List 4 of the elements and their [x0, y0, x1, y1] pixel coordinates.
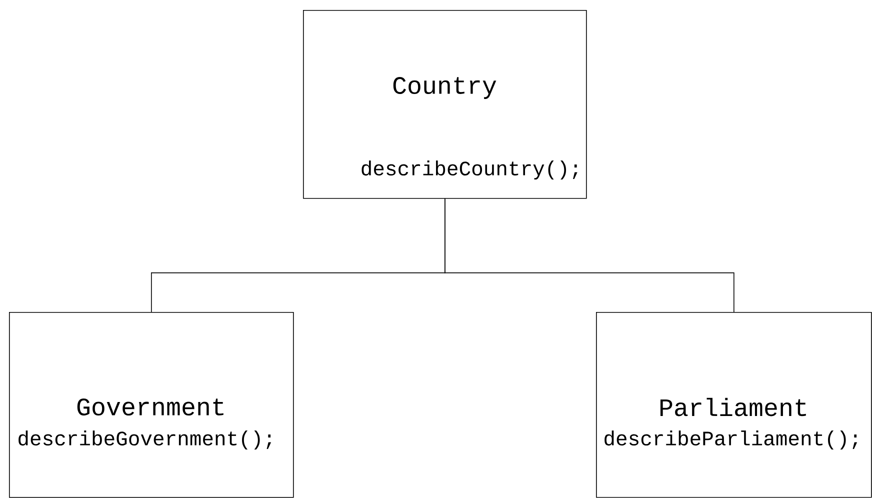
- class-box: Parliament describeParliament();: [596, 312, 872, 498]
- class-box: Country describeCountry();: [303, 10, 587, 199]
- class-box: Government describeGovernment();: [9, 312, 294, 498]
- connector-line: [444, 198, 734, 312]
